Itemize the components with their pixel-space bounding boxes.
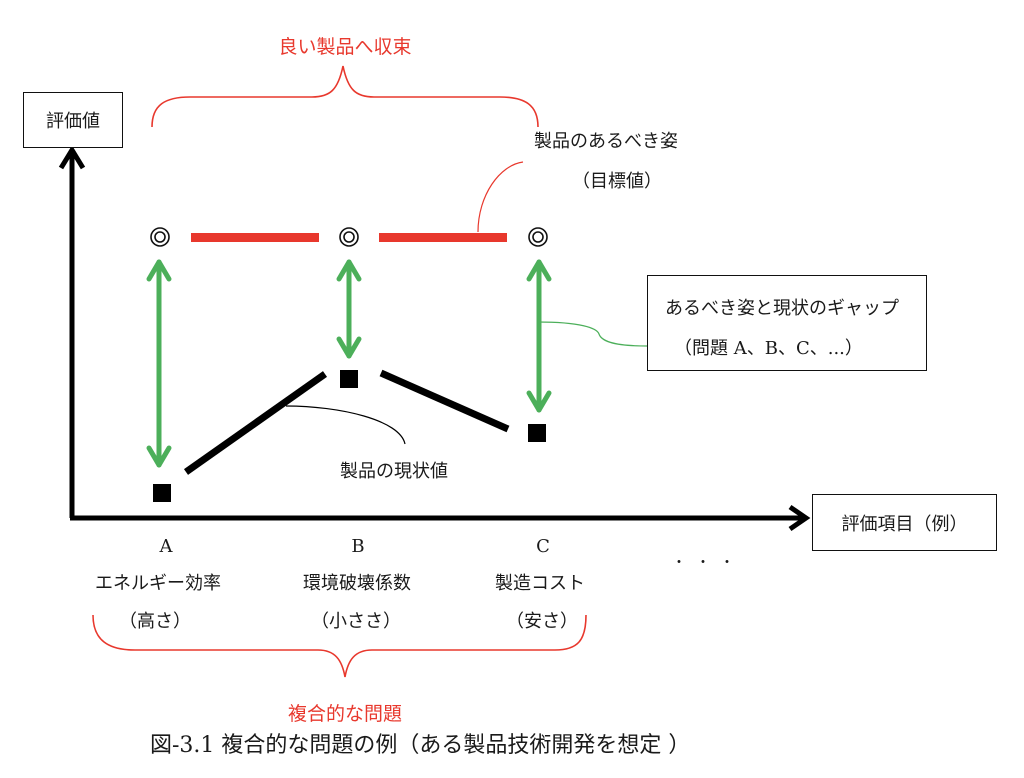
target-line-segment-bc	[379, 233, 507, 242]
current-line-segment-ab	[183, 371, 328, 475]
current-marker-a	[153, 484, 171, 502]
top-brace-label: 良い製品へ収束	[278, 36, 412, 58]
item-name-a: エネルギー効率	[95, 573, 221, 594]
item-criterion-a: （高さ）	[119, 611, 191, 632]
top-brace	[151, 65, 539, 128]
target-marker-b	[339, 227, 359, 247]
item-criterion-b: （小ささ）	[311, 611, 401, 632]
y-axis-label-box: 評価値	[23, 92, 123, 148]
target-leader-line	[477, 161, 524, 233]
target-label-line2: （目標値）	[572, 171, 662, 192]
item-letter-c: C	[536, 536, 550, 557]
x-axis	[70, 504, 811, 532]
gap-arrow-c	[526, 259, 552, 413]
y-axis	[58, 145, 86, 518]
target-label-line1: 製品のあるべき姿	[534, 131, 678, 152]
item-name-c: 製造コスト	[495, 573, 585, 594]
x-axis-label: 評価項目（例）	[841, 513, 968, 535]
gap-arrow-b	[336, 259, 362, 359]
current-value-label: 製品の現状値	[340, 461, 448, 482]
item-criterion-c: （安さ）	[506, 611, 578, 632]
bottom-brace-label: 複合的な問題	[287, 703, 403, 725]
gap-callout-box: あるべき姿と現状のギャップ （問題 A、B、C、...）	[647, 275, 927, 371]
bottom-brace	[92, 614, 587, 678]
current-marker-b	[340, 370, 358, 388]
item-name-b: 環境破壊係数	[303, 573, 411, 594]
gap-leader-line	[537, 321, 648, 347]
gap-callout-line2: （問題 A、B、C、...）	[674, 338, 863, 359]
gap-callout-line1: あるべき姿と現状のギャップ	[665, 298, 899, 319]
target-marker-a	[150, 227, 170, 247]
item-letter-b: B	[351, 536, 365, 557]
more-items-ellipsis: ・・・	[672, 555, 744, 571]
x-axis-label-box: 評価項目（例）	[812, 494, 997, 551]
figure-caption: 図-3.1 複合的な問題の例（ある製品技術開発を想定 ）	[150, 733, 691, 758]
current-line-segment-bc	[379, 369, 510, 433]
item-letter-a: A	[159, 536, 173, 557]
current-leader-line	[285, 405, 406, 445]
target-marker-c	[528, 227, 548, 247]
current-marker-c	[528, 424, 546, 442]
y-axis-label: 評価値	[46, 111, 100, 132]
gap-arrow-a	[146, 259, 172, 468]
target-line-segment-ab	[191, 233, 319, 242]
